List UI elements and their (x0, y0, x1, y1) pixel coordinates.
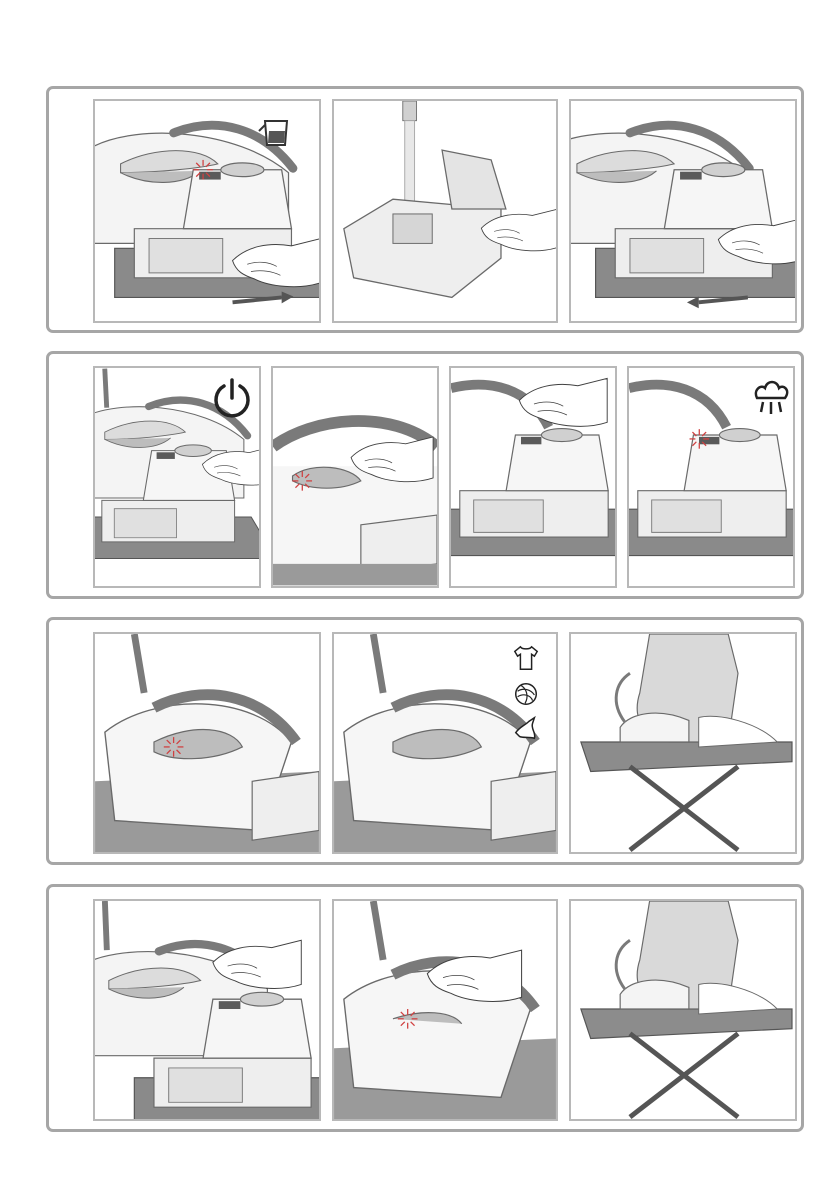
panel-ironing-with-steam (569, 899, 797, 1121)
power-icon (210, 376, 254, 420)
wool-icon (512, 680, 540, 708)
panel-ironing-board (569, 632, 797, 854)
steam-icon (751, 376, 791, 416)
delicate-fabric-icon (512, 714, 540, 742)
panel-press-power (93, 366, 261, 588)
tshirt-icon (512, 644, 540, 672)
panel-iron-handle-light (271, 366, 439, 588)
section-power-and-steam (46, 351, 804, 599)
panel-steam-ready (627, 366, 795, 588)
panel-remove-tank (93, 99, 321, 323)
panel-press-steam-button (449, 366, 617, 588)
panel-fill-tank-under-tap (332, 99, 558, 323)
panel-press-steam-on-station (93, 899, 321, 1121)
panel-insert-tank (569, 99, 797, 323)
section-select-fabric-and-iron (46, 617, 804, 865)
water-jug-icon (255, 111, 295, 151)
section-steam-ironing (46, 884, 804, 1132)
panel-fabric-selection (332, 632, 558, 854)
panel-iron-light-on (93, 632, 321, 854)
section-fill-water-tank (46, 86, 804, 333)
panel-press-steam-trigger (332, 899, 558, 1121)
